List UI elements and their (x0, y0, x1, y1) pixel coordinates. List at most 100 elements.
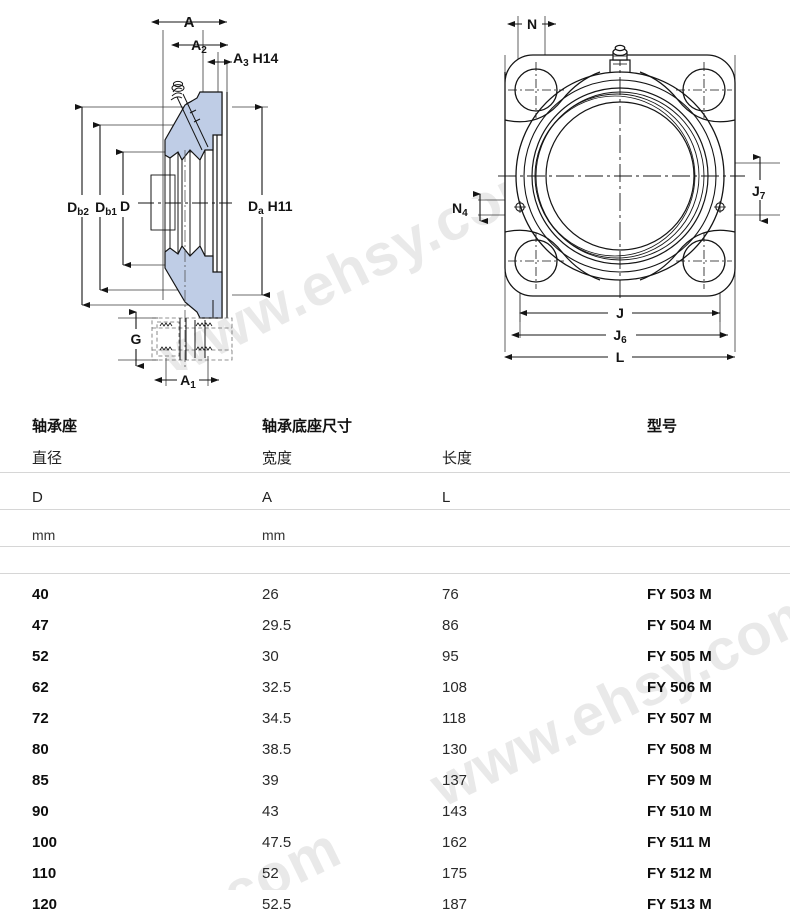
header-symbol-d: D (32, 489, 43, 506)
table-row: 40 26 76 FY 503 M (0, 574, 790, 605)
header-rule-4 (0, 573, 790, 574)
cell-model: FY 513 M (647, 896, 712, 913)
cell-l: 76 (442, 586, 459, 603)
header-symbol-blank (638, 473, 790, 509)
header-rule-2 (0, 509, 790, 510)
cell-l: 137 (442, 772, 468, 789)
header-group-designation: 型号 (647, 418, 678, 435)
cell-model: FY 505 M (647, 648, 712, 665)
header-group-blank (410, 403, 638, 438)
cell-l: 95 (442, 648, 459, 665)
header-sub-width: 宽度 (262, 450, 293, 467)
cell-model: FY 512 M (647, 865, 712, 882)
divider (0, 573, 790, 574)
cell-d: 80 (32, 741, 49, 758)
face-view-group: N N4 J7 J J6 L (452, 14, 780, 367)
cell-a: 30 (262, 648, 279, 665)
header-sub-diameter: 直径 (32, 450, 63, 467)
table-row: 47 29.5 86 FY 504 M (0, 605, 790, 636)
cell-a: 32.5 (262, 679, 292, 696)
dim-label-L: L (616, 349, 625, 365)
dim-label-A3-H14: A3 H14 (233, 50, 278, 69)
cell-a: 38.5 (262, 741, 292, 758)
cell-l: 143 (442, 803, 468, 820)
dim-label-A: A (184, 14, 195, 31)
cell-a: 39 (262, 772, 279, 789)
cell-d: 40 (32, 586, 49, 603)
divider (0, 509, 790, 510)
cell-a: 26 (262, 586, 279, 603)
cell-model: FY 509 M (647, 772, 712, 789)
cell-d: 90 (32, 803, 49, 820)
cell-d: 100 (32, 834, 58, 851)
cell-d: 52 (32, 648, 49, 665)
header-symbol-l: L (442, 489, 451, 506)
dim-label-N: N (527, 16, 537, 32)
header-sub-length: 长度 (442, 450, 473, 467)
header-spacer-row (0, 547, 790, 573)
header-sub-blank (638, 438, 790, 472)
cell-d: 110 (32, 865, 57, 882)
table-row: 62 32.5 108 FY 506 M (0, 667, 790, 698)
spec-table: 轴承座 轴承底座尺寸 型号 直径 宽度 长度 D A L (0, 403, 790, 915)
set-screw-detail (170, 80, 209, 151)
header-unit-l (410, 510, 638, 546)
header-sub-row: 直径 宽度 长度 (0, 438, 790, 472)
cell-model: FY 506 M (647, 679, 712, 696)
cell-model: FY 510 M (647, 803, 712, 820)
table-row: 100 47.5 162 FY 511 M (0, 822, 790, 853)
table-row: 110 52 175 FY 512 M (0, 853, 790, 884)
dim-label-G: G (131, 331, 142, 347)
cell-l: 108 (442, 679, 468, 696)
header-unit-blank (638, 510, 790, 546)
cell-a: 34.5 (262, 710, 292, 727)
header-group-housing: 轴承座 (32, 418, 78, 435)
cell-a: 52 (262, 865, 279, 882)
cell-l: 130 (442, 741, 468, 758)
header-group-row: 轴承座 轴承底座尺寸 型号 (0, 403, 790, 438)
header-symbol-row: D A L (0, 473, 790, 509)
table-row: 80 38.5 130 FY 508 M (0, 729, 790, 760)
header-unit-d: mm (32, 527, 56, 543)
dim-label-J: J (616, 305, 624, 321)
header-unit-row: mm mm (0, 510, 790, 546)
table-row: 90 43 143 FY 510 M (0, 791, 790, 822)
cell-d: 62 (32, 679, 49, 696)
technical-drawing-area: A A2 A3 H14 (0, 0, 790, 400)
cell-model: FY 508 M (647, 741, 712, 758)
table-row: 85 39 137 FY 509 M (0, 760, 790, 791)
section-view-group: A A2 A3 H14 (64, 14, 293, 391)
cell-l: 118 (442, 710, 466, 727)
cell-l: 86 (442, 617, 459, 634)
cell-l: 187 (442, 896, 468, 913)
housing-section-upper (164, 91, 223, 162)
shaft-hidden-detail (151, 317, 233, 361)
header-symbol-a: A (262, 489, 273, 506)
cell-a: 47.5 (262, 834, 292, 851)
table-row: 52 30 95 FY 505 M (0, 636, 790, 667)
cell-a: 29.5 (262, 617, 292, 634)
table-body: 40 26 76 FY 503 M 47 29.5 86 FY 504 M 52 30 95 FY 5… (0, 574, 790, 915)
table-row: 72 34.5 118 FY 507 M (0, 698, 790, 729)
cell-model: FY 507 M (647, 710, 712, 727)
cell-d: 85 (32, 772, 49, 789)
cell-model: FY 511 M (647, 834, 711, 851)
dim-label-A2: A2 (191, 37, 207, 56)
cell-d: 120 (32, 896, 58, 913)
table-row: 120 52.5 187 FY 513 M (0, 884, 790, 915)
cell-a: 43 (262, 803, 279, 820)
cell-a: 52.5 (262, 896, 292, 913)
cell-model: FY 503 M (647, 586, 712, 603)
cell-d: 72 (32, 710, 49, 727)
header-rule-1 (0, 472, 790, 473)
cell-l: 175 (442, 865, 468, 882)
cell-model: FY 504 M (647, 617, 712, 634)
housing-section-lower (164, 244, 223, 319)
cell-d: 47 (32, 617, 49, 634)
cell-l: 162 (442, 834, 468, 851)
divider (0, 546, 790, 547)
specification-table: 轴承座 轴承底座尺寸 型号 直径 宽度 长度 D A L (0, 403, 790, 915)
table-head: 轴承座 轴承底座尺寸 型号 直径 宽度 长度 D A L (0, 403, 790, 574)
dim-label-D: D (120, 198, 130, 214)
header-rule-3 (0, 546, 790, 547)
